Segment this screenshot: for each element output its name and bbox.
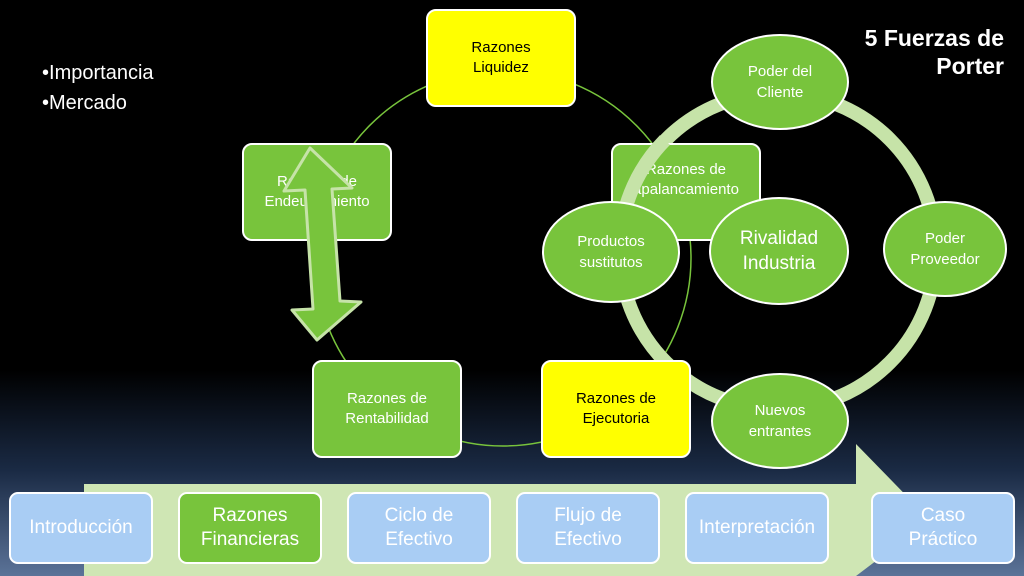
bullet-list: Importancia Mercado — [42, 58, 154, 118]
ratio-liquidez[interactable]: Razones Liquidez — [426, 9, 576, 107]
bullet-item: Importancia — [42, 58, 154, 88]
step-label: Interpretación — [698, 517, 816, 538]
step-label: Caso Práctico — [908, 505, 978, 550]
ratio-rentabilidad-label: Razones de Rentabilidad — [345, 390, 429, 427]
force-nuevos-entrantes-label: Nuevos entrantes — [748, 402, 812, 440]
ratio-ejecutoria-label: Razones de Ejecutoria — [575, 390, 657, 427]
ratio-liquidez-label: Razones Liquidez — [471, 39, 531, 76]
force-poder-cliente[interactable]: Poder del Cliente — [711, 34, 849, 130]
step-razones-financieras[interactable]: Razones Financieras — [178, 492, 322, 564]
force-nuevos-entrantes[interactable]: Nuevos entrantes — [711, 373, 849, 469]
step-label: Introducción — [29, 517, 133, 538]
force-rivalidad-industria[interactable]: Rivalidad Industria — [709, 197, 849, 305]
step-label: Flujo de Efectivo — [554, 505, 622, 550]
step-ciclo-efectivo[interactable]: Ciclo de Efectivo — [347, 492, 491, 564]
ratio-endeudamiento-label: Razones de Endeudamiento — [264, 173, 370, 210]
step-caso-practico[interactable]: Caso Práctico — [871, 492, 1015, 564]
step-introduccion[interactable]: Introducción — [9, 492, 153, 564]
step-label: Ciclo de Efectivo — [384, 505, 454, 550]
ratio-ejecutoria[interactable]: Razones de Ejecutoria — [541, 360, 691, 458]
ratio-apalancamiento-label: Razones de apalancamiento — [633, 161, 739, 198]
step-interpretacion[interactable]: Interpretación — [685, 492, 829, 564]
ratio-endeudamiento[interactable]: Razones de Endeudamiento — [242, 143, 392, 241]
ratio-rentabilidad[interactable]: Razones de Rentabilidad — [312, 360, 462, 458]
force-productos-sustitutos-label: Productos sustitutos — [577, 233, 645, 271]
bullet-item: Mercado — [42, 88, 154, 118]
step-flujo-efectivo[interactable]: Flujo de Efectivo — [516, 492, 660, 564]
force-rivalidad-industria-label: Rivalidad Industria — [739, 228, 819, 274]
force-poder-cliente-label: Poder del Cliente — [747, 63, 813, 101]
force-poder-proveedor[interactable]: Poder Proveedor — [883, 201, 1007, 297]
force-productos-sustitutos[interactable]: Productos sustitutos — [542, 201, 680, 303]
slide-title: 5 Fuerzas de Porter — [864, 25, 1004, 79]
step-label: Razones Financieras — [200, 505, 300, 550]
force-poder-proveedor-label: Poder Proveedor — [910, 230, 980, 268]
